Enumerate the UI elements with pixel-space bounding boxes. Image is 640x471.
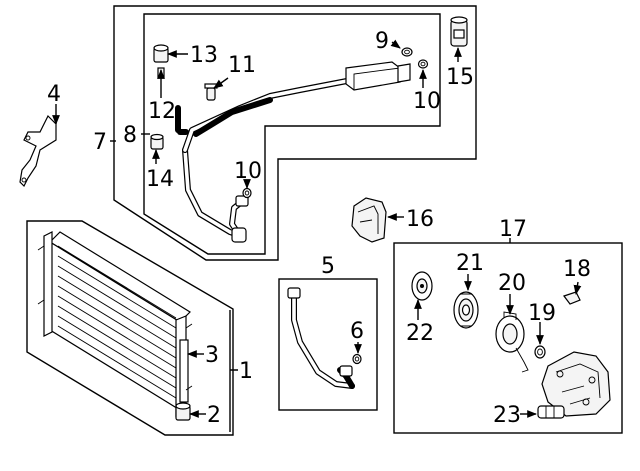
callout-2: 2 [207, 403, 221, 428]
callout-17: 17 [499, 217, 527, 242]
callout-7: 7 [93, 130, 107, 155]
group-8-frame [143, 13, 441, 255]
compressor-group-frame [393, 242, 623, 434]
callout-8: 8 [123, 123, 137, 148]
callout-9: 9 [375, 29, 389, 54]
leader-lines [52, 39, 582, 432]
hose-group-frame [278, 278, 378, 411]
discharge-hose-5 [287, 287, 355, 389]
shim-18 [563, 291, 581, 305]
compressor-body [541, 351, 611, 417]
condenser [37, 231, 193, 417]
drier-cap [175, 402, 191, 421]
callout-6: 6 [350, 319, 364, 344]
ac-lines [175, 61, 411, 243]
callout-21: 21 [456, 251, 484, 276]
o-ring-10-upper [417, 59, 429, 69]
expansion-valve-15 [450, 16, 468, 47]
valve-cap-14 [150, 133, 164, 150]
o-ring-9 [401, 47, 413, 57]
valve-cap-13 [153, 44, 169, 63]
callout-22: 22 [406, 321, 434, 346]
callout-1: 1 [239, 359, 253, 384]
relief-valve-23 [537, 405, 565, 419]
callout-20: 20 [498, 271, 526, 296]
callout-16: 16 [406, 207, 434, 232]
field-coil-20 [495, 311, 529, 373]
callout-19: 19 [528, 301, 556, 326]
callout-5: 5 [321, 254, 335, 279]
group-7-frame [113, 5, 477, 261]
callout-14: 14 [146, 167, 174, 192]
snap-ring-19 [534, 345, 546, 359]
callout-3: 3 [205, 343, 219, 368]
o-ring-10-lower [242, 187, 252, 199]
callout-15: 15 [446, 65, 474, 90]
bracket [19, 114, 57, 188]
callout-23: 23 [493, 403, 521, 428]
pulley-21 [453, 291, 479, 329]
o-ring-6 [352, 353, 362, 365]
callout-12: 12 [148, 99, 176, 124]
callout-10-upper: 10 [413, 89, 441, 114]
compressor-cover-16 [351, 197, 387, 243]
callout-10-lower: 10 [234, 159, 262, 184]
condenser-frame [26, 220, 234, 436]
callout-4: 4 [47, 82, 61, 107]
callout-11: 11 [228, 53, 256, 78]
callout-18: 18 [563, 257, 591, 282]
hub-22 [411, 271, 433, 301]
callout-13: 13 [190, 43, 218, 68]
